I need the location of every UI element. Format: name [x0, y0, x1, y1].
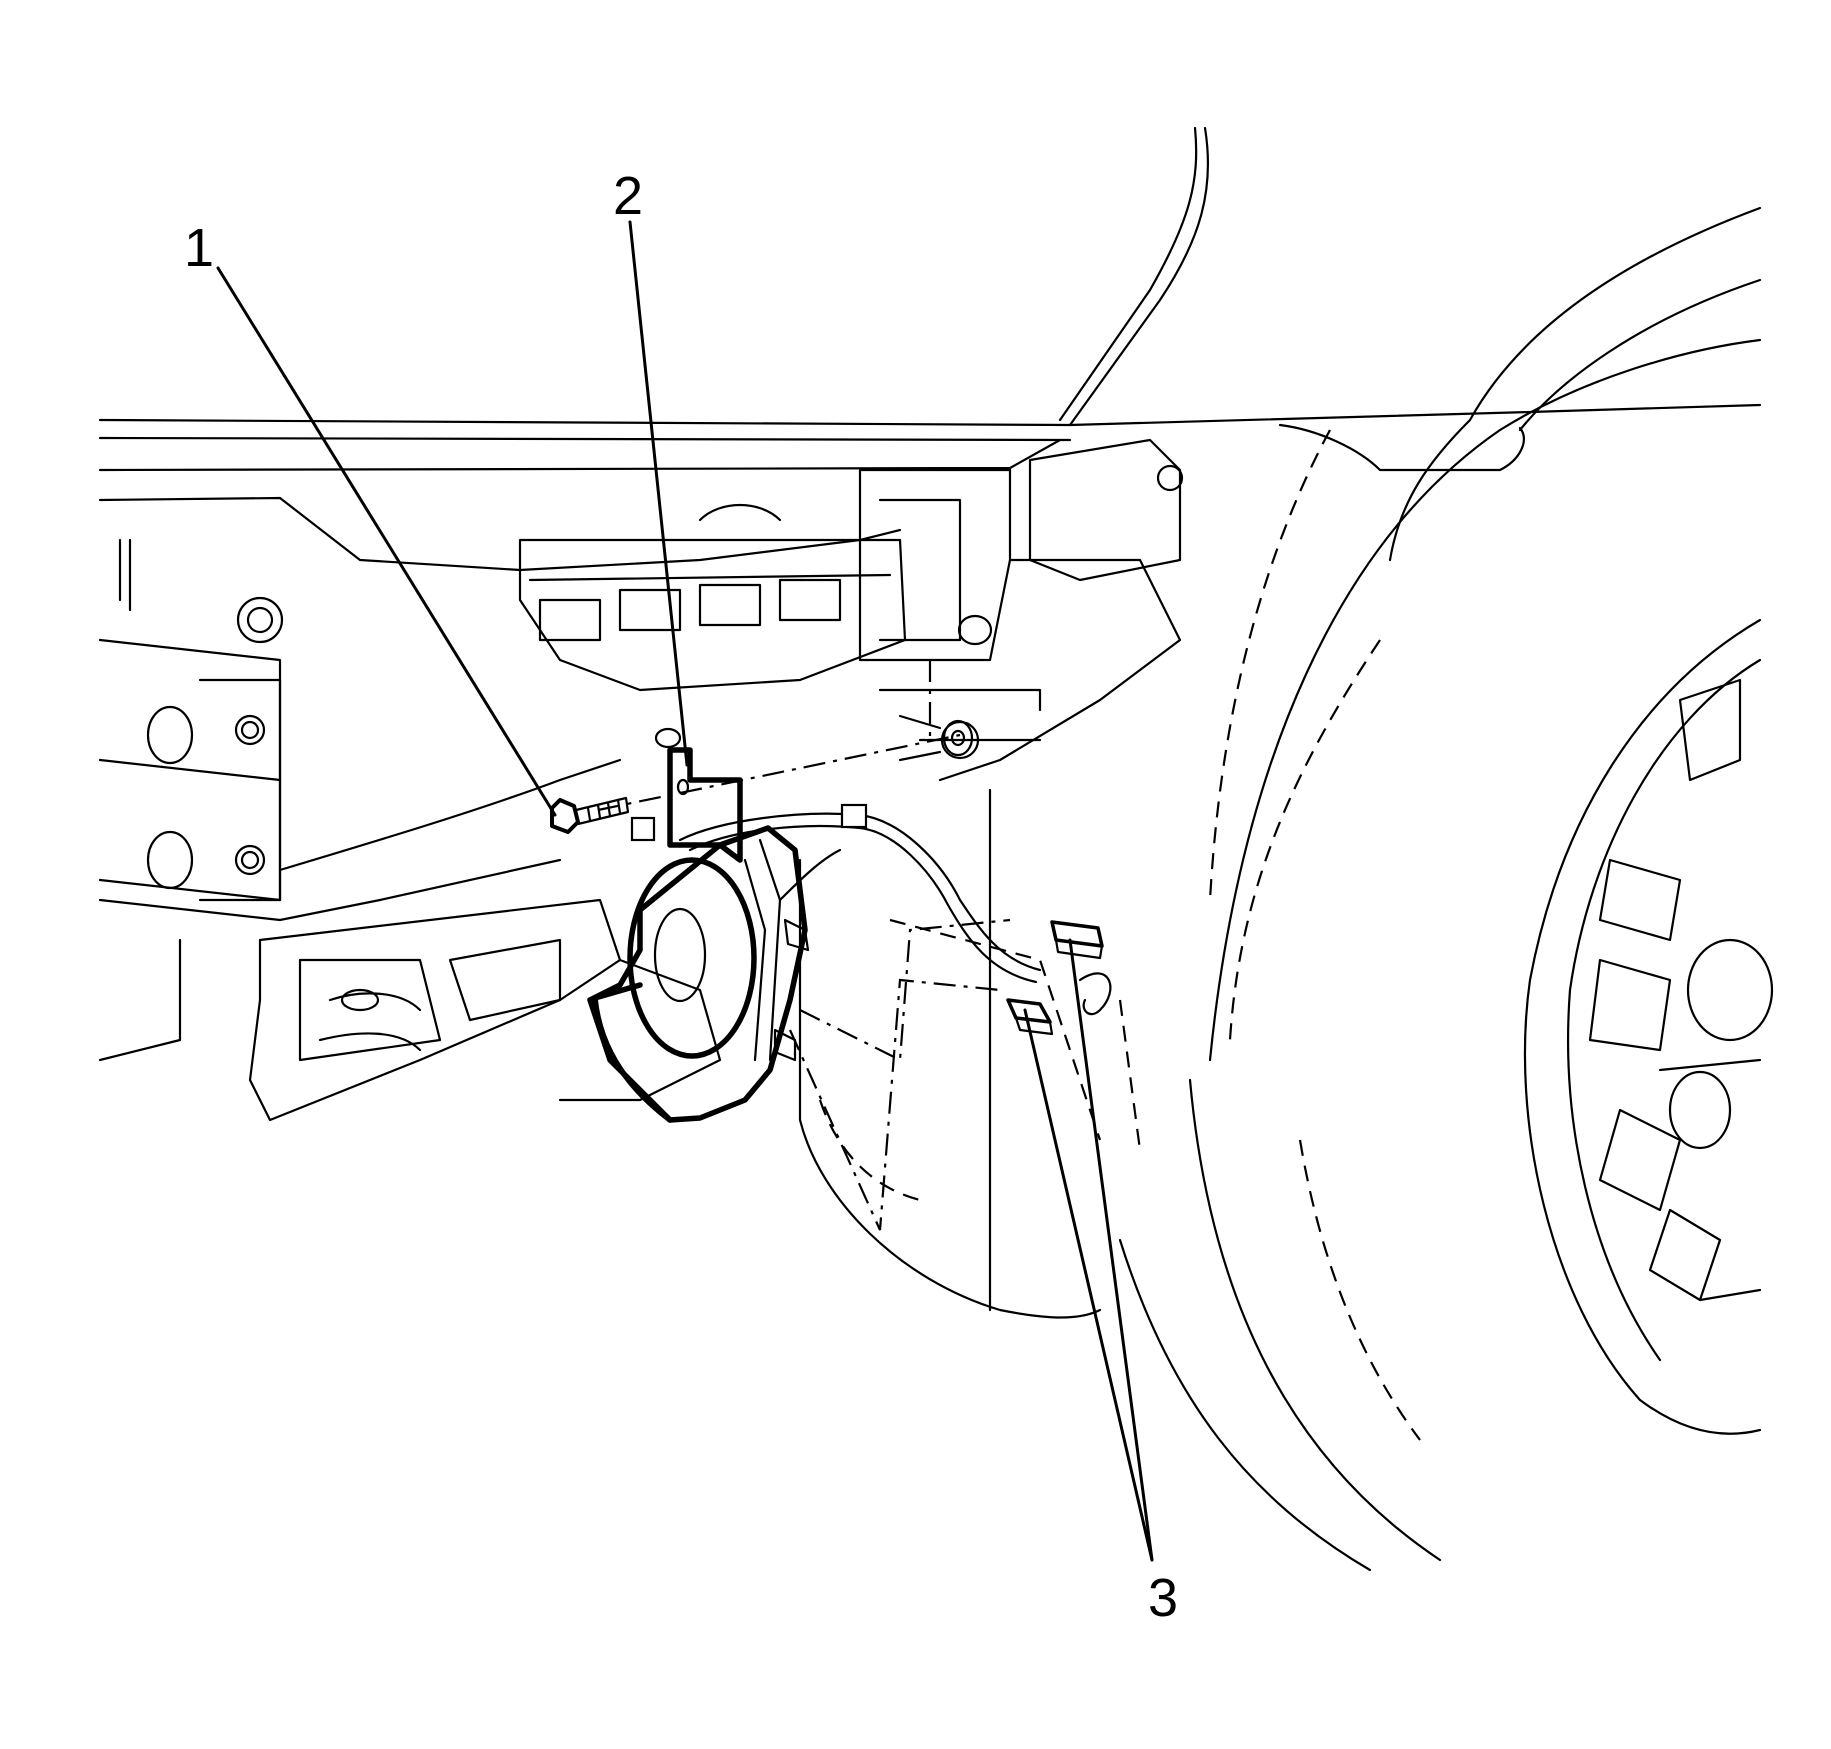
fender-outline: [1118, 206, 1762, 1572]
horn-wiring-harness: [630, 803, 1112, 1016]
radiator-support: [98, 438, 1184, 782]
callout-3: 3: [1148, 1568, 1178, 1628]
leader-lines: [216, 220, 1154, 1562]
upper-body-lines: [98, 126, 1762, 472]
leader-line-1: [216, 266, 557, 817]
wheel: [1523, 618, 1774, 1435]
leader-line-3a: [1068, 938, 1154, 1562]
horn-bracket: [654, 727, 743, 863]
mounting-nut: [898, 714, 974, 762]
horn: [587, 825, 810, 1123]
lower-splash-shield: [778, 788, 1142, 1319]
horn-bolt: [550, 796, 630, 834]
bumper-beam: [98, 638, 722, 1122]
callout-2: 2: [613, 166, 643, 226]
leader-line-3b: [1023, 1008, 1154, 1562]
installation-path-lines: [597, 660, 1011, 1231]
callout-1: 1: [184, 218, 214, 278]
leader-line-2: [628, 220, 689, 767]
wiring-connector-clips: [1006, 920, 1104, 1036]
